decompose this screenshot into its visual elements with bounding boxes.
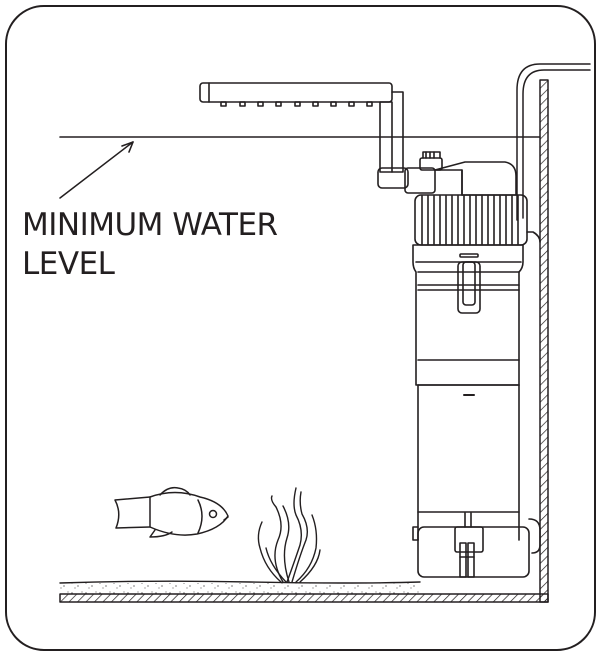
ribbed-collar [414, 194, 541, 246]
intake-base [412, 512, 541, 578]
leader-arrow [59, 141, 134, 199]
label-line-2: LEVEL [22, 246, 115, 282]
label-line-1: MINIMUM WATER [22, 207, 278, 243]
aquatic-plant [257, 487, 321, 583]
filter-head [404, 151, 517, 196]
tank-wall [539, 79, 549, 603]
spray-bar [199, 82, 409, 189]
outer-frame [5, 5, 596, 651]
fish [114, 486, 229, 538]
power-cord [516, 63, 591, 221]
filter-body [412, 244, 524, 541]
minimum-water-level-label: MINIMUM WATER LEVEL [22, 206, 278, 284]
gravel-substrate [59, 580, 421, 594]
tank-floor [59, 593, 549, 603]
spray-holes [220, 101, 373, 107]
